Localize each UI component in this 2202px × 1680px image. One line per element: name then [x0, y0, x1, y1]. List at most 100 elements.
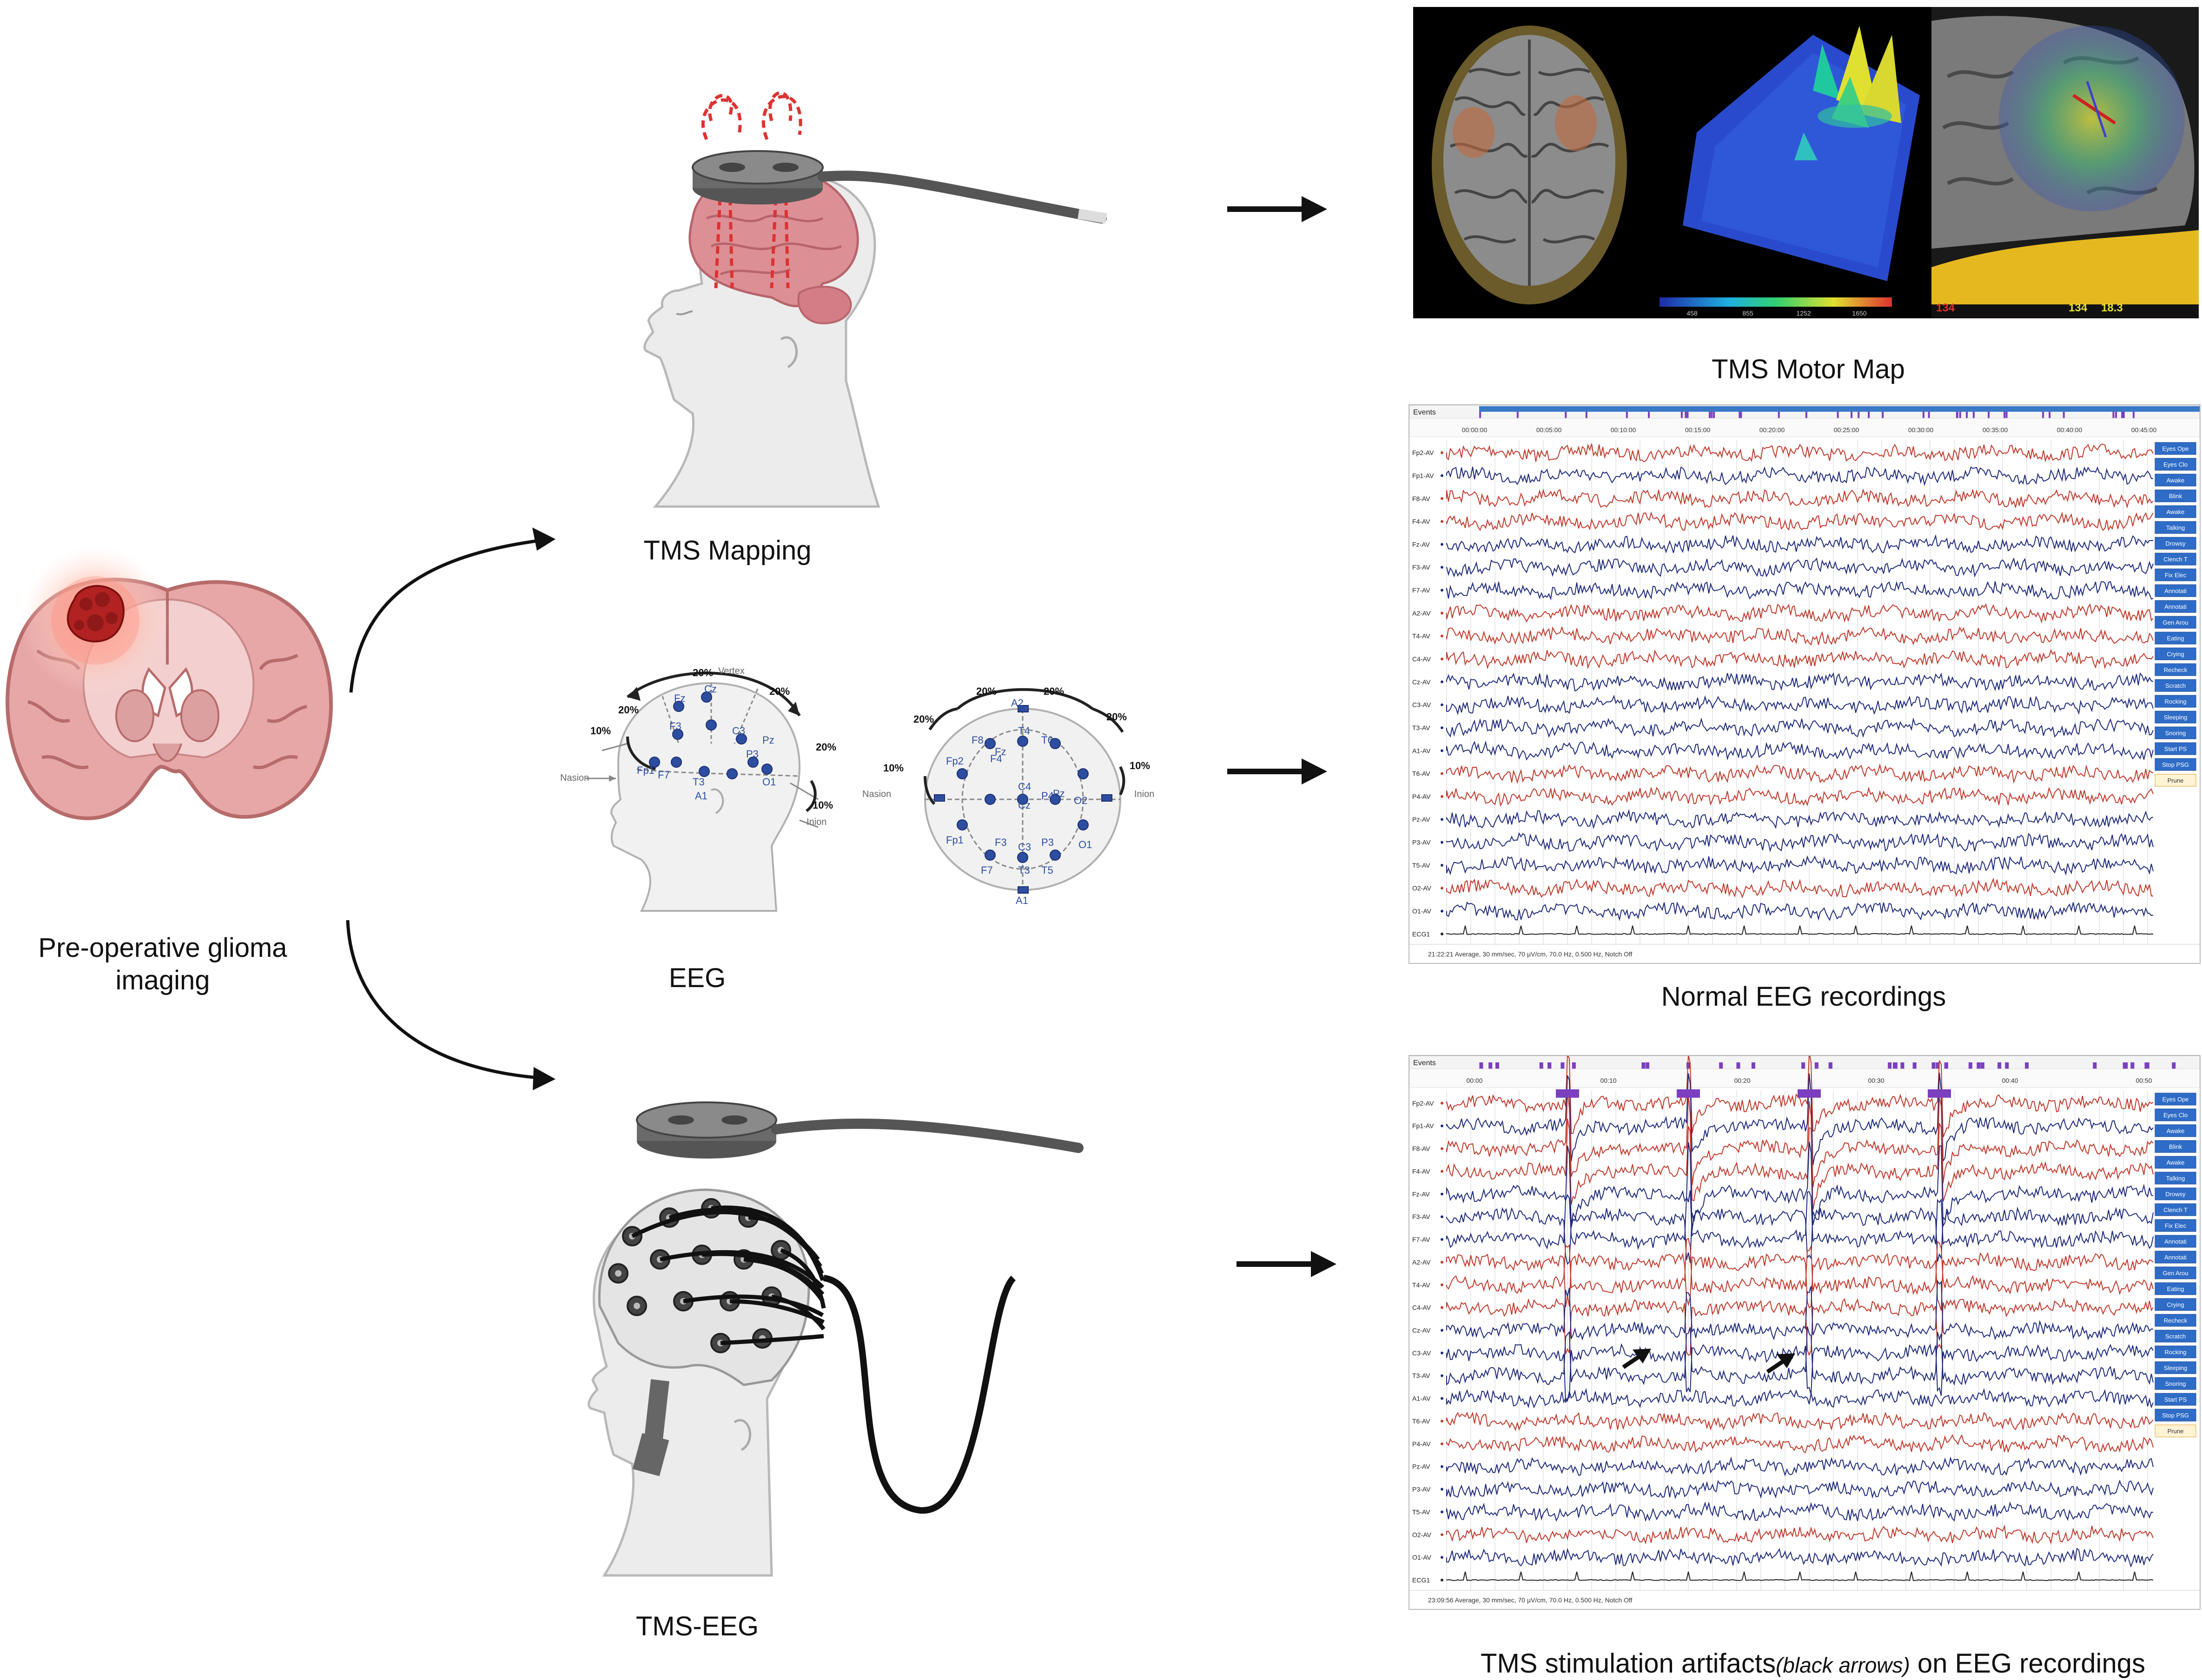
event-marker: [2123, 412, 2125, 418]
event-button[interactable]: [2155, 695, 2196, 708]
event-button[interactable]: [2155, 1377, 2196, 1390]
eeg-trace: [1446, 1141, 2154, 1231]
event-button[interactable]: [2155, 711, 2196, 724]
electrode-label-side: Fp1: [637, 764, 655, 776]
eeg-trace: [1446, 1571, 2154, 1581]
event-marker: [1739, 412, 1741, 418]
tms-eeg-illustration: [567, 1083, 1102, 1585]
event-marker: [1585, 412, 1587, 418]
eeg-trace: [1446, 672, 2154, 692]
event-marker: [1479, 412, 1481, 418]
event-button[interactable]: [2155, 1172, 2196, 1185]
event-button[interactable]: [2155, 616, 2196, 629]
event-button[interactable]: [2155, 1361, 2196, 1374]
event-button[interactable]: [2155, 1393, 2196, 1406]
event-button[interactable]: [2155, 1219, 2196, 1232]
event-marker: [1685, 412, 1687, 418]
event-button[interactable]: [2155, 474, 2196, 487]
channel-label: T4-AV: [1412, 1281, 1430, 1289]
event-button[interactable]: [2155, 584, 2196, 597]
electrode-label-top: Fp1: [946, 834, 964, 846]
channel-label: P4-AV: [1412, 1440, 1431, 1448]
event-button[interactable]: [2155, 1124, 2196, 1137]
event-button[interactable]: [2155, 1345, 2196, 1358]
event-button[interactable]: [2155, 758, 2196, 771]
event-button[interactable]: [2155, 537, 2196, 550]
event-button[interactable]: [2155, 632, 2196, 645]
eeg-trace: [1446, 1479, 2154, 1499]
event-button[interactable]: [2155, 458, 2196, 471]
tms-mapping-label: TMS Mapping: [643, 535, 812, 566]
event-marker: [1711, 412, 1713, 418]
channel-label: F8-AV: [1412, 495, 1430, 502]
event-button-label: Talking: [2166, 524, 2185, 531]
event-button[interactable]: [2155, 1235, 2196, 1248]
event-button[interactable]: [2155, 679, 2196, 692]
event-button[interactable]: [2155, 600, 2196, 613]
channel-label: P3-AV: [1412, 839, 1431, 846]
event-button-label: Stop PSG: [2162, 1412, 2189, 1419]
event-button[interactable]: [2155, 1298, 2196, 1311]
event-button[interactable]: [2155, 663, 2196, 676]
event-button[interactable]: [2155, 774, 2196, 787]
electrode-label-side: C3: [732, 725, 745, 737]
event-button[interactable]: [2155, 1251, 2196, 1264]
event-button[interactable]: [2155, 553, 2196, 566]
artifact-caption-main: TMS stimulation artifacts: [1481, 1648, 1776, 1679]
arrow-to-tms-eeg: [1237, 1251, 1336, 1277]
event-marker: [2145, 1062, 2149, 1069]
channel-label: Cz-AV: [1412, 1327, 1431, 1334]
eeg-trace: [1446, 534, 2154, 554]
event-button-label: Start PS: [2164, 1396, 2187, 1403]
motor-value-red: 134: [1936, 302, 1955, 314]
events-timeline: [1479, 406, 2200, 412]
time-tick: 00:40: [2002, 1077, 2018, 1084]
event-button-label: Annotati: [2164, 1238, 2187, 1245]
event-button-label: Prune: [2168, 777, 2184, 784]
channel-label: Fp1-AV: [1412, 472, 1434, 479]
event-button[interactable]: [2155, 1282, 2196, 1295]
eeg-trace: [1446, 1092, 2154, 1188]
event-button[interactable]: [2155, 1140, 2196, 1153]
event-button[interactable]: [2155, 647, 2196, 660]
event-button[interactable]: [2155, 1187, 2196, 1200]
event-button[interactable]: [2155, 1424, 2196, 1437]
event-button[interactable]: [2155, 489, 2196, 502]
colorbar-tick: 1650: [1852, 310, 1866, 317]
eeg-trace: [1446, 694, 2154, 715]
event-button[interactable]: [2155, 1156, 2196, 1169]
event-button[interactable]: [2155, 1108, 2196, 1121]
branch-arrows: [346, 527, 555, 1090]
event-marker: [1956, 412, 1958, 418]
electrode-label-side: F7: [658, 769, 670, 781]
normal-eeg-label: Normal EEG recordings: [1661, 982, 1946, 1012]
event-button-label: Stop PSG: [2162, 761, 2189, 768]
event-button[interactable]: [2155, 505, 2196, 518]
electrode-label-side: P3: [746, 748, 759, 760]
event-button[interactable]: [2155, 1330, 2196, 1343]
event-button[interactable]: [2155, 1266, 2196, 1279]
motor-colorbar: [1660, 297, 1892, 307]
event-marker: [1972, 412, 1975, 418]
event-button[interactable]: [2155, 742, 2196, 755]
electrode-label-side: Fz: [674, 692, 685, 704]
event-button[interactable]: [2155, 1203, 2196, 1216]
stim-marker: [1928, 1089, 1951, 1098]
event-button-label: Drowsy: [2165, 540, 2186, 547]
channel-label: A2-AV: [1412, 1258, 1431, 1266]
event-marker: [2115, 412, 2117, 418]
event-button-label: Annotati: [2164, 587, 2187, 594]
event-button-label: Sleeping: [2164, 1364, 2188, 1371]
event-button[interactable]: [2155, 1093, 2196, 1106]
event-button[interactable]: [2155, 1409, 2196, 1422]
eeg-trace: [1446, 1252, 2154, 1311]
event-button[interactable]: [2155, 568, 2196, 581]
channel-label: Fp1-AV: [1412, 1122, 1434, 1130]
event-button[interactable]: [2155, 521, 2196, 534]
event-button-label: Eating: [2167, 1285, 2184, 1292]
time-tick: 00:50: [2136, 1077, 2152, 1084]
event-button[interactable]: [2155, 442, 2196, 455]
event-button[interactable]: [2155, 1314, 2196, 1327]
event-button[interactable]: [2155, 726, 2196, 739]
